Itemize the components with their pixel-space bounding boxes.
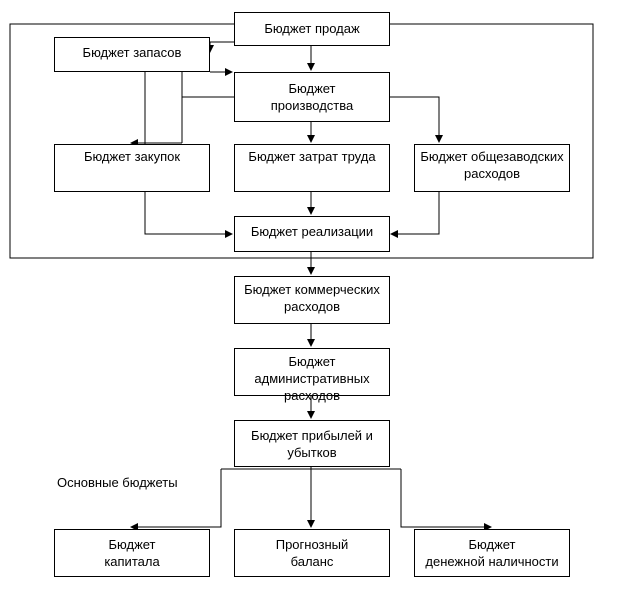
connector-production-overhead [389, 96, 443, 143]
node-production-budget: Бюджет производства [234, 72, 390, 122]
connector-pnl-cash [400, 469, 492, 531]
node-inventory-budget: Бюджет запасов [54, 37, 210, 72]
node-admin-budget: Бюджет административных расходов [234, 348, 390, 403]
connector-pnl-capital [130, 469, 222, 531]
node-capital-budget: Бюджет капитала [54, 529, 210, 577]
node-labor-budget: Бюджет затрат труда [234, 144, 390, 192]
node-sales-budget: Бюджет продаж [234, 12, 390, 46]
node-forecast-balance: Прогнозный баланс [234, 529, 390, 577]
connector-inventory-cogs [144, 44, 233, 238]
group-label-main-budgets: Основные бюджеты [57, 475, 178, 490]
node-selling-budget: Бюджет коммерческих расходов [234, 276, 390, 324]
node-cash-budget: Бюджет денежной наличности [414, 529, 570, 577]
node-pnl-budget: Бюджет прибылей и убытков [234, 420, 390, 467]
node-cogs-budget: Бюджет реализации [234, 216, 390, 252]
connector-overhead-cogs [390, 192, 440, 238]
node-purchases-budget: Бюджет закупок [54, 144, 210, 192]
node-overhead-budget: Бюджет общезаводских расходов [414, 144, 570, 192]
connector-sales-inventory [206, 41, 234, 53]
